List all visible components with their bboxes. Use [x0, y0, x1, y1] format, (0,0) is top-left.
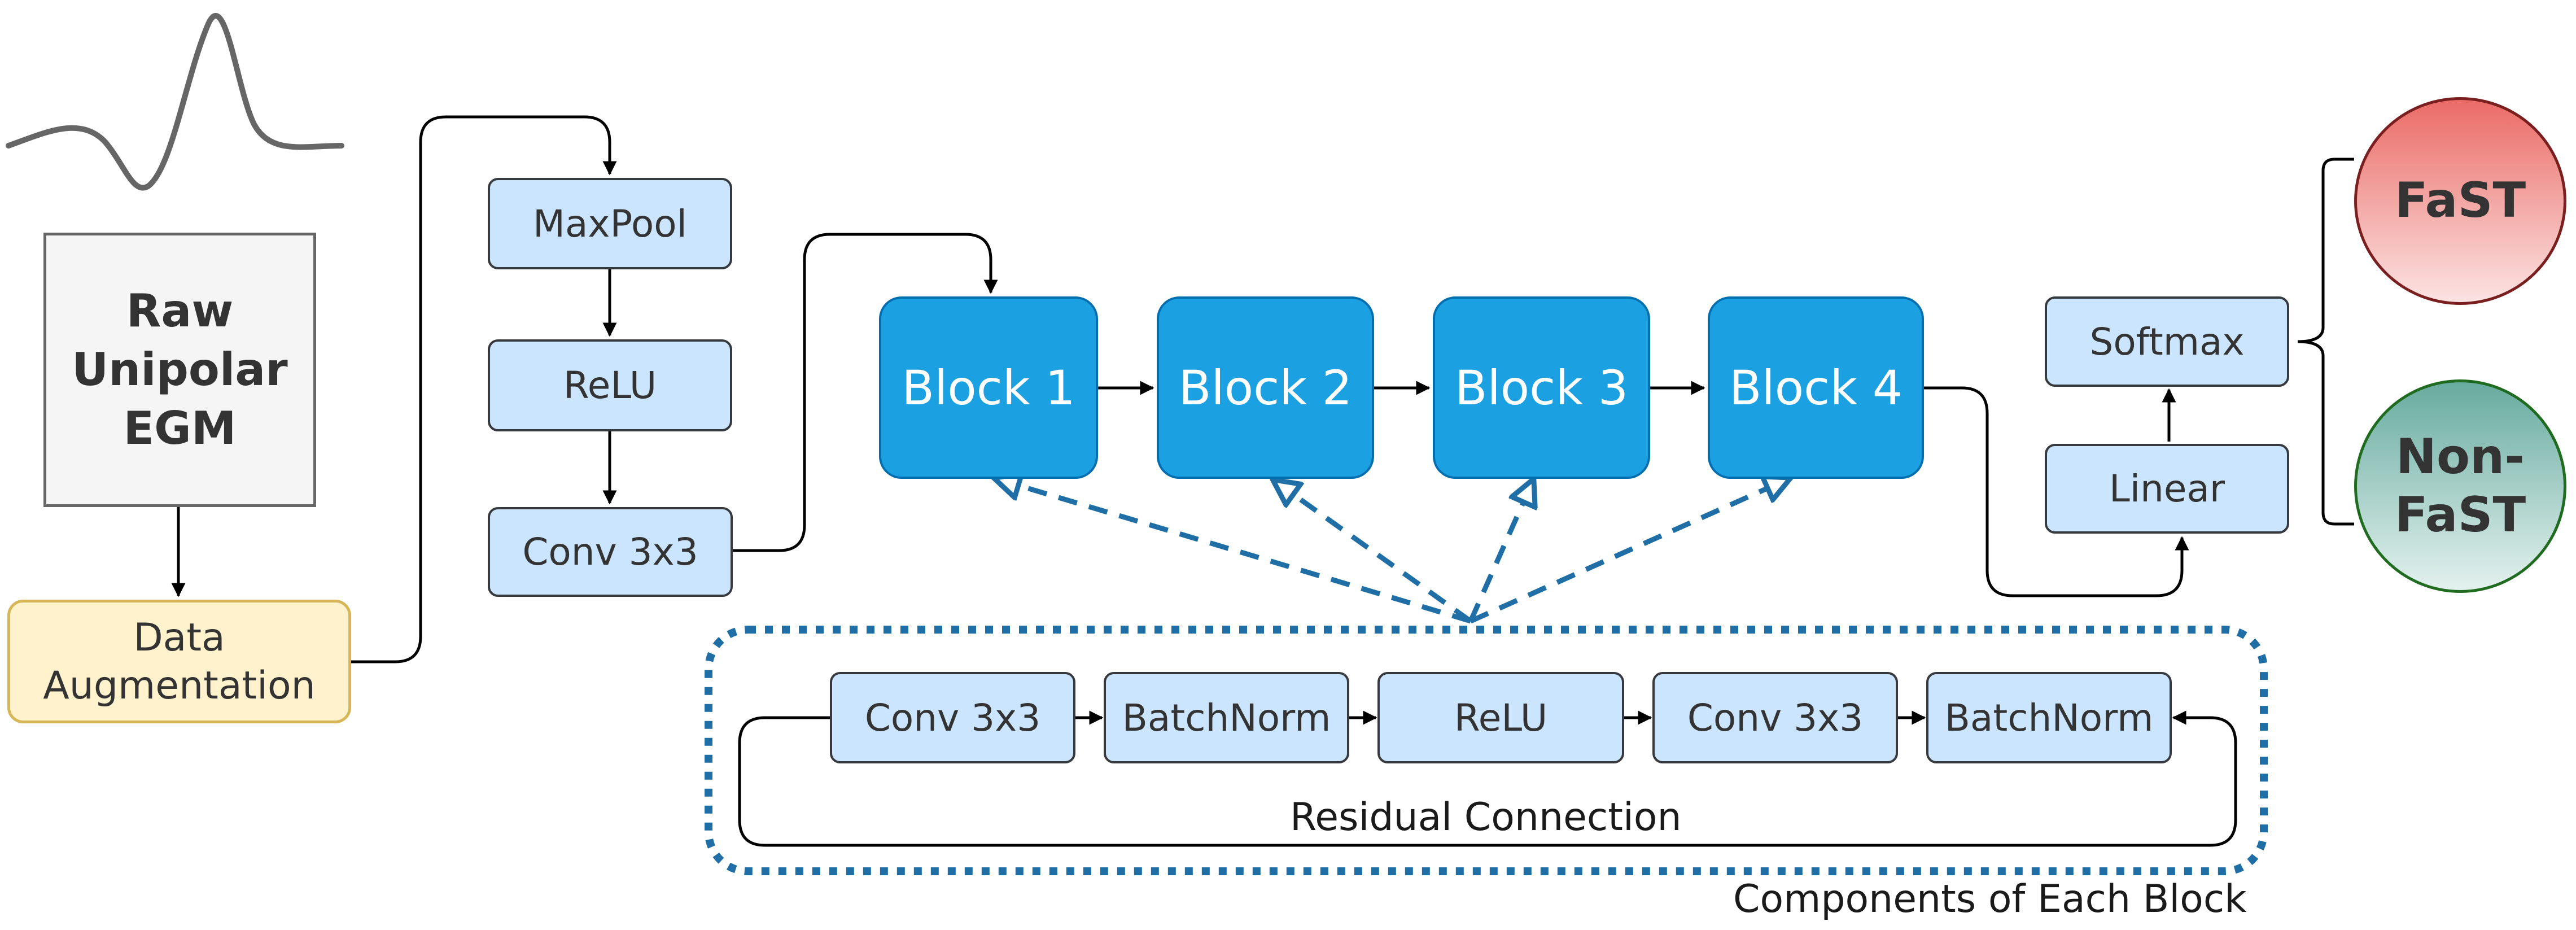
block-3: Block 3	[1433, 296, 1650, 479]
component-conv-3x3-1: Conv 3x3	[830, 672, 1075, 763]
arrow-augmentation-to-maxpool	[351, 115, 617, 663]
fast-output-label: FaST	[2394, 172, 2526, 229]
dashed-arrow-to-block4	[1469, 479, 1788, 624]
block-2: Block 2	[1157, 296, 1374, 479]
raw-egm-line-1: Raw	[126, 285, 234, 337]
maxpool-box: MaxPool	[488, 178, 732, 269]
output-brace	[2297, 158, 2354, 526]
block-components-caption: Components of Each Block	[1733, 877, 2247, 922]
residual-connection-label: Residual Connection	[1290, 795, 1682, 840]
raw-egm-line-2: Unipolar	[72, 343, 288, 396]
softmax-box: Softmax	[2045, 296, 2289, 387]
linear-box: Linear	[2045, 444, 2289, 534]
relu-box: ReLU	[488, 339, 732, 431]
non-fast-output-line-2: FaST	[2394, 487, 2526, 543]
component-relu: ReLU	[1377, 672, 1624, 763]
component-conv-3x3-2: Conv 3x3	[1652, 672, 1898, 763]
arrow-block4-to-linear	[1924, 386, 2189, 597]
raw-egm-box: Raw Unipolar EGM	[43, 233, 316, 507]
component-batchnorm-2: BatchNorm	[1926, 672, 2172, 763]
non-fast-output-circle: Non- FaST	[2354, 379, 2566, 593]
dashed-arrow-to-block3	[1468, 481, 1533, 622]
data-augmentation-line-2: Augmentation	[43, 663, 316, 708]
non-fast-output-line-1: Non-	[2396, 428, 2525, 485]
dashed-arrow-to-block1	[996, 479, 1472, 624]
raw-egm-line-3: EGM	[123, 402, 237, 455]
data-augmentation-line-1: Data	[133, 615, 225, 660]
block-1: Block 1	[879, 296, 1098, 479]
arrow-conv-to-block1	[733, 233, 998, 552]
block-4: Block 4	[1708, 296, 1924, 479]
dashed-arrow-to-block2	[1275, 481, 1472, 623]
data-augmentation-box: Data Augmentation	[7, 600, 351, 723]
residual-connection-path	[738, 710, 2237, 847]
egm-waveform-icon	[6, 13, 344, 191]
component-batchnorm-1: BatchNorm	[1104, 672, 1349, 763]
fast-output-circle: FaST	[2354, 97, 2566, 305]
conv-3x3-box: Conv 3x3	[488, 507, 733, 597]
